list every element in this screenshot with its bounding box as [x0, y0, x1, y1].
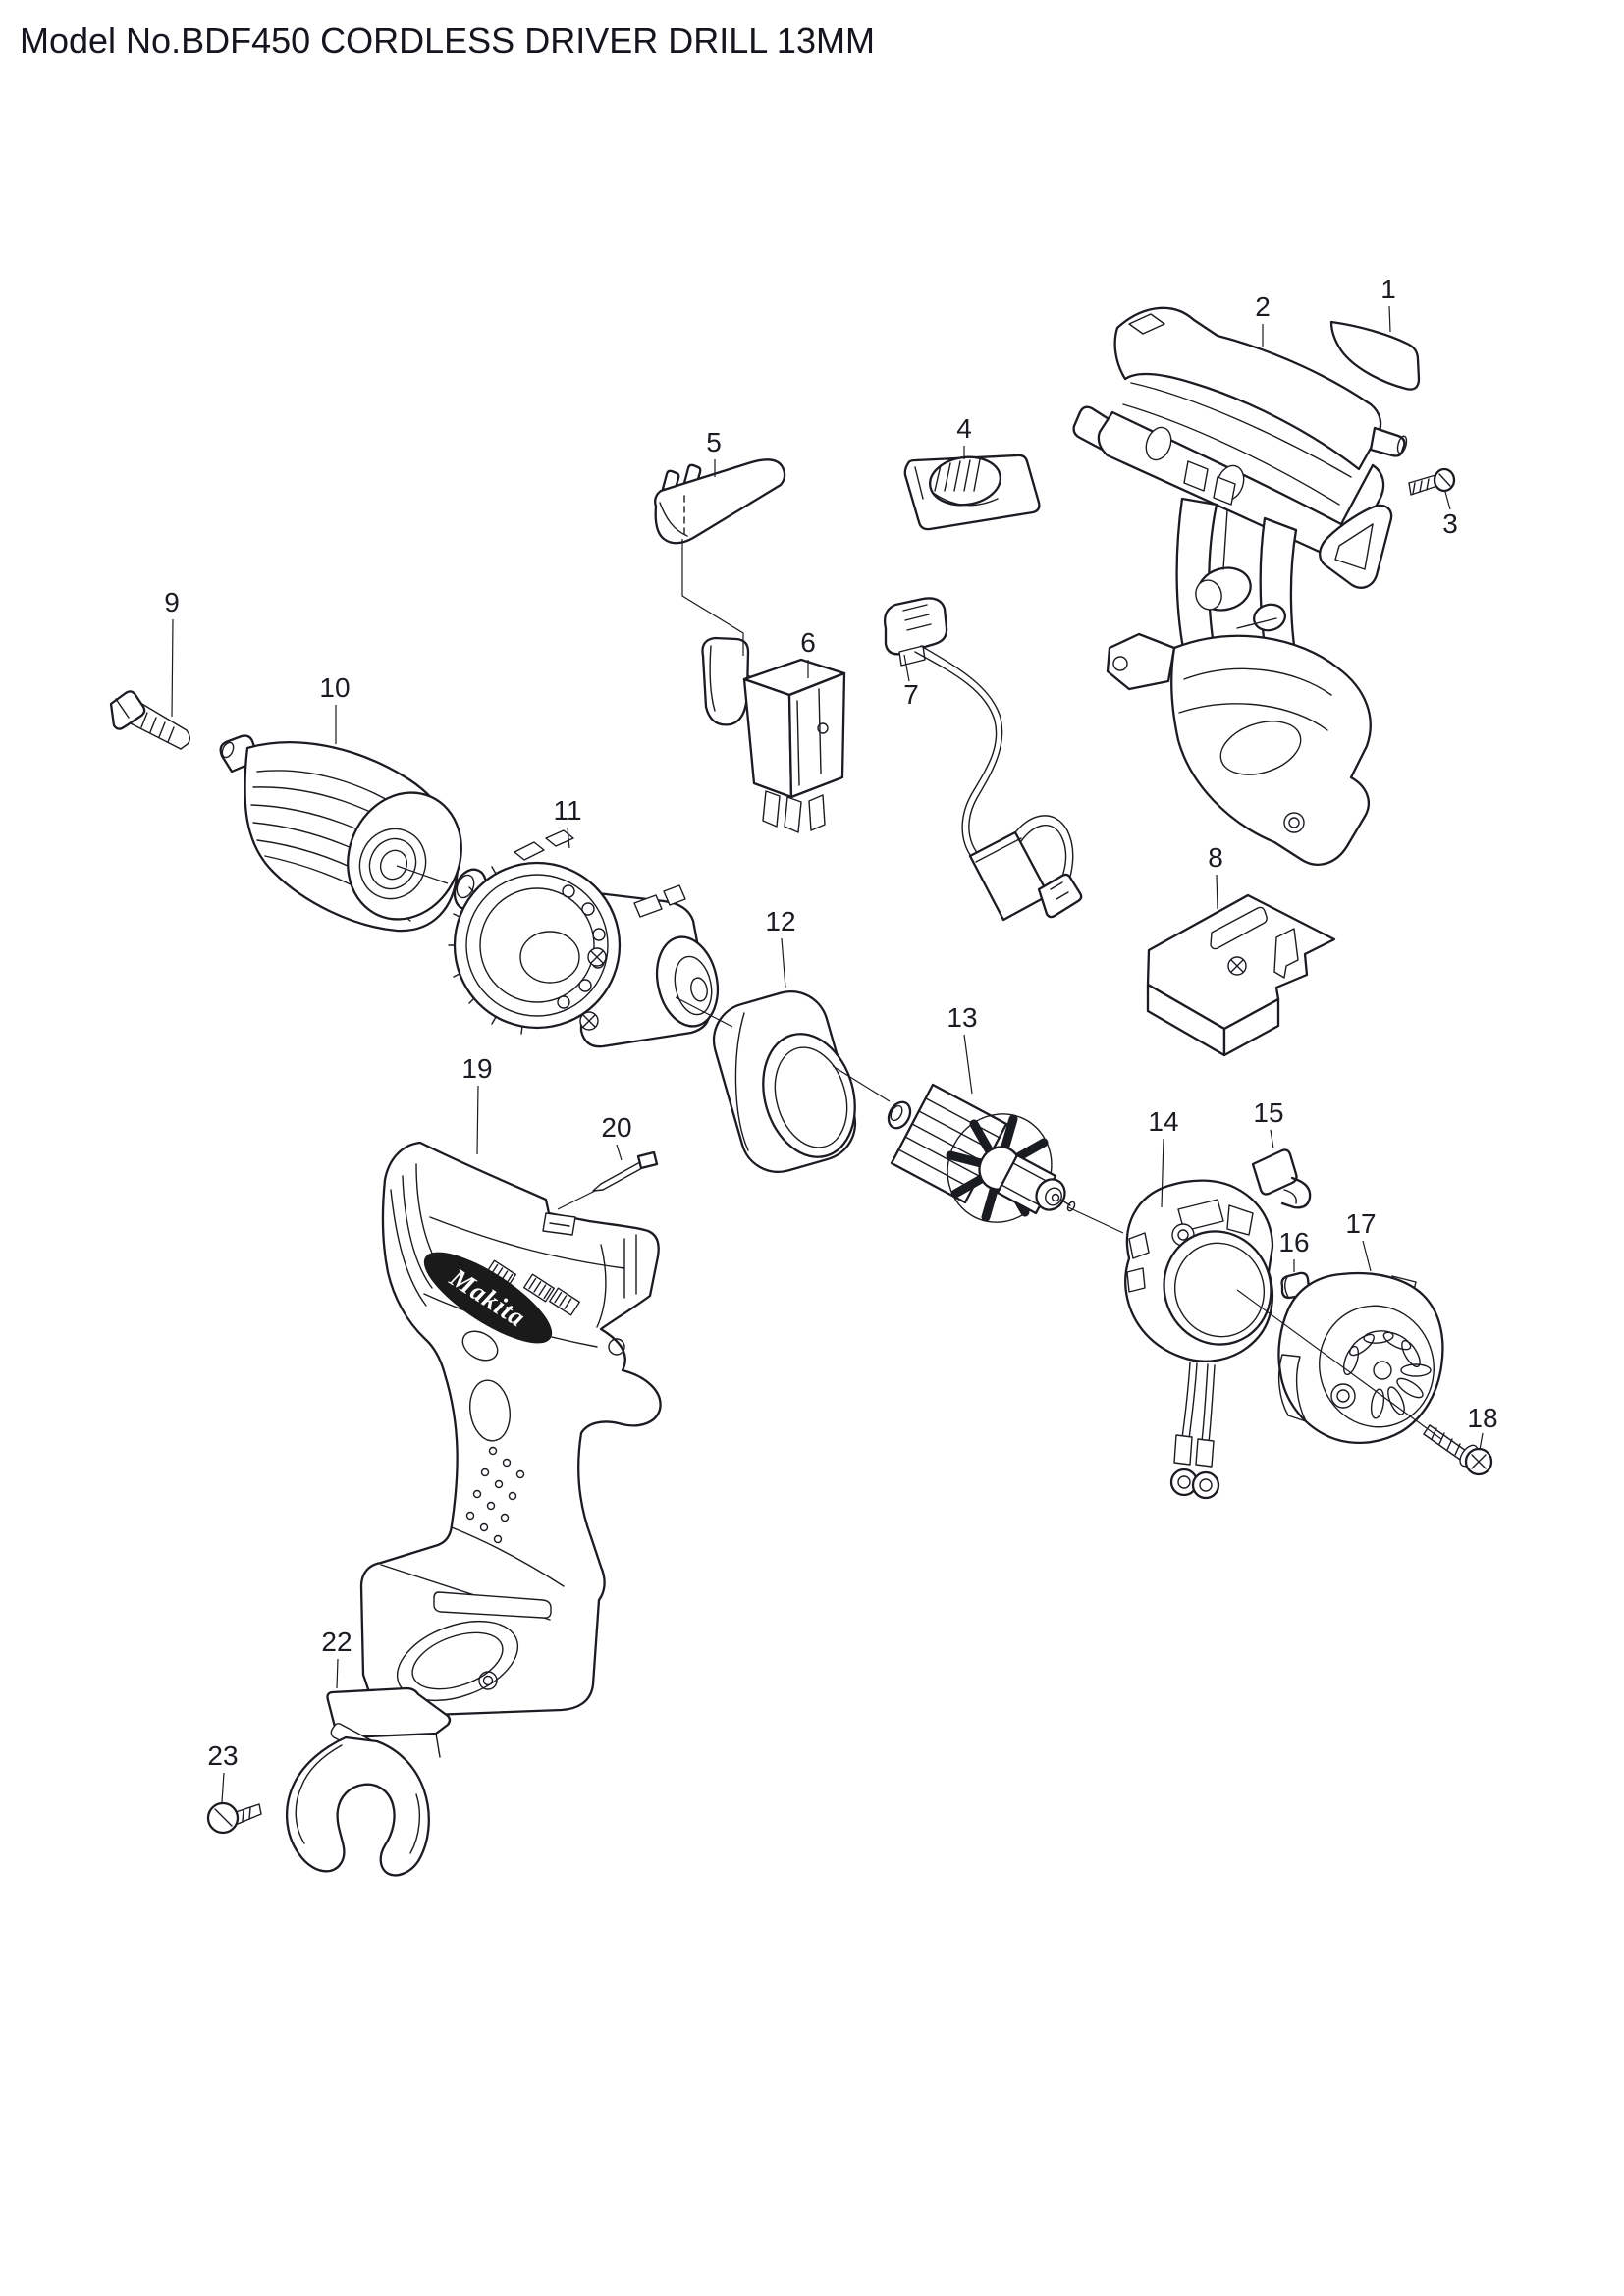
callout-15: 15: [1253, 1097, 1283, 1128]
callout-7: 7: [903, 679, 919, 710]
callout-19: 19: [461, 1053, 492, 1084]
part-11-gear-assembly: [448, 829, 720, 1048]
callout-23: 23: [207, 1740, 238, 1771]
callout-17: 17: [1345, 1208, 1376, 1239]
part-23-hook-screw: [206, 1801, 262, 1835]
callout-9: 9: [164, 587, 180, 617]
part-17-rear-cover: [1277, 1271, 1444, 1444]
assembly-line-pin-to-housing: [557, 1190, 596, 1210]
part-3-housing-screw: [1408, 467, 1456, 496]
callout-6: 6: [800, 627, 816, 658]
callout-20: 20: [601, 1112, 631, 1143]
callout-12: 12: [765, 906, 795, 936]
assembly-line-ring-to-armature: [832, 1065, 891, 1102]
part-14-brush-holder: [1124, 1179, 1274, 1500]
assembly-line-cover-to-switch: [681, 539, 744, 656]
callout-22: 22: [321, 1627, 352, 1657]
assembly-line-holder-to-cover-screw: [1236, 1289, 1442, 1440]
callout-16: 16: [1278, 1227, 1309, 1257]
assembly-line-gear-to-ring: [675, 996, 733, 1028]
assembly-line-armature-to-holder: [1067, 1206, 1124, 1234]
part-22-belt-hook: [285, 1686, 452, 1877]
callout-10: 10: [319, 672, 350, 703]
part-8-terminal-block: [1146, 893, 1336, 1057]
callout-4: 4: [956, 413, 972, 444]
part-5-switch-cover: [654, 458, 786, 545]
part-7-led-wiring: [883, 597, 1083, 922]
callout-2: 2: [1255, 292, 1271, 322]
part-19-motor-housing-left: Makita: [359, 1141, 662, 1718]
callout-3: 3: [1442, 508, 1458, 539]
part-20-lock-pin: [592, 1150, 659, 1192]
callout-11: 11: [553, 795, 581, 826]
callout-numbers: 1 2 3 4 5 6 7 8 9 10 11 12 13 14 15 16 1…: [164, 274, 1497, 1771]
callout-18: 18: [1467, 1403, 1497, 1433]
callout-1: 1: [1380, 274, 1396, 304]
part-9-chuck-screw: [109, 690, 190, 750]
assembly-lines: [396, 539, 1442, 1440]
part-10-drill-chuck: [219, 734, 462, 933]
callout-14: 14: [1148, 1106, 1178, 1137]
callout-8: 8: [1208, 842, 1223, 873]
part-6-trigger-switch: [701, 636, 846, 833]
part-2-motor-housing-right: [1072, 306, 1408, 866]
page-title: Model No.BDF450 CORDLESS DRIVER DRILL 13…: [20, 21, 875, 61]
part-4-slide-button: [903, 454, 1041, 531]
part-12-guide-ring: [712, 989, 857, 1174]
callout-5: 5: [706, 427, 722, 457]
part-15-clip: [1251, 1148, 1312, 1209]
part-13-armature: [887, 1083, 1076, 1223]
assembly-line-chuck-to-gear: [396, 865, 449, 884]
callout-13: 13: [947, 1002, 977, 1033]
part-1-name-plate: [1329, 320, 1421, 391]
callout-leaders: [171, 305, 1484, 1803]
